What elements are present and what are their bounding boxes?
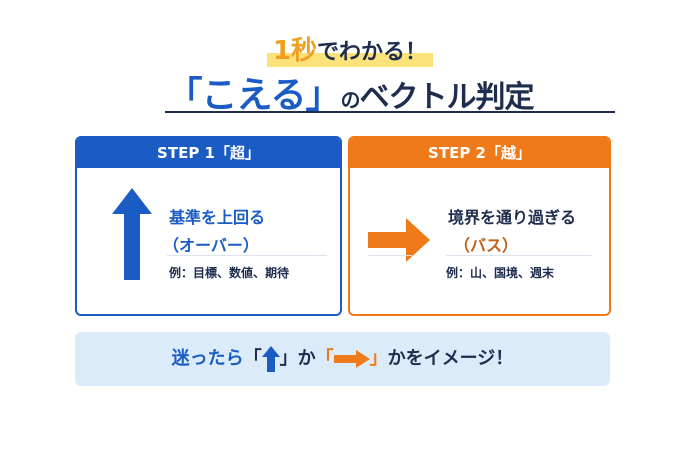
- subtitle: 1秒でわかる！: [0, 30, 700, 67]
- arrow-right-icon: [333, 350, 370, 368]
- step1-header: STEP 1「超」: [77, 138, 340, 168]
- page-title: 「こえる」のベクトル判定: [0, 66, 700, 118]
- arrow-baseline: [368, 255, 412, 256]
- arrow-up-icon: [261, 346, 280, 372]
- step2-card: STEP 2「越」 境界を通り過ぎる （バス） 例：山、国境、週末: [348, 136, 611, 316]
- step2-meaning: 境界を通り過ぎる: [448, 208, 577, 227]
- title-rest: ベクトル判定: [359, 80, 534, 115]
- title-divider: [165, 111, 615, 113]
- bracket: 」: [279, 348, 298, 369]
- banner-ka: か: [297, 348, 316, 369]
- step1-reading: （オーバー）: [163, 236, 259, 255]
- banner-suffix: かをイメージ！: [387, 348, 514, 369]
- tip-banner: 迷ったら「」か「」かをイメージ！: [75, 332, 610, 386]
- arrow-up-icon: [112, 188, 152, 280]
- step1-card: STEP 1「超」 基準を上回る （オーバー） 例：目標、数値、期待: [75, 136, 342, 316]
- step1-divider: [167, 255, 327, 256]
- bracket: 「: [243, 348, 262, 369]
- arrow-right-icon: [368, 218, 430, 262]
- step2-divider: [446, 255, 592, 256]
- step2-header: STEP 2「越」: [350, 138, 609, 168]
- step2-reading: （バス）: [454, 236, 519, 255]
- bracket: 」: [369, 348, 388, 369]
- subtitle-text: でわかる！: [317, 40, 428, 65]
- banner-prefix: 迷ったら: [171, 348, 244, 369]
- bracket: 「: [315, 348, 334, 369]
- step1-examples: 例：目標、数値、期待: [169, 266, 290, 280]
- subtitle-number: 1秒: [272, 36, 318, 66]
- title-particle: の: [340, 88, 360, 112]
- step2-examples: 例：山、国境、週末: [446, 266, 555, 280]
- step1-meaning: 基準を上回る: [169, 208, 266, 227]
- title-keyword: 「こえる」: [166, 75, 342, 116]
